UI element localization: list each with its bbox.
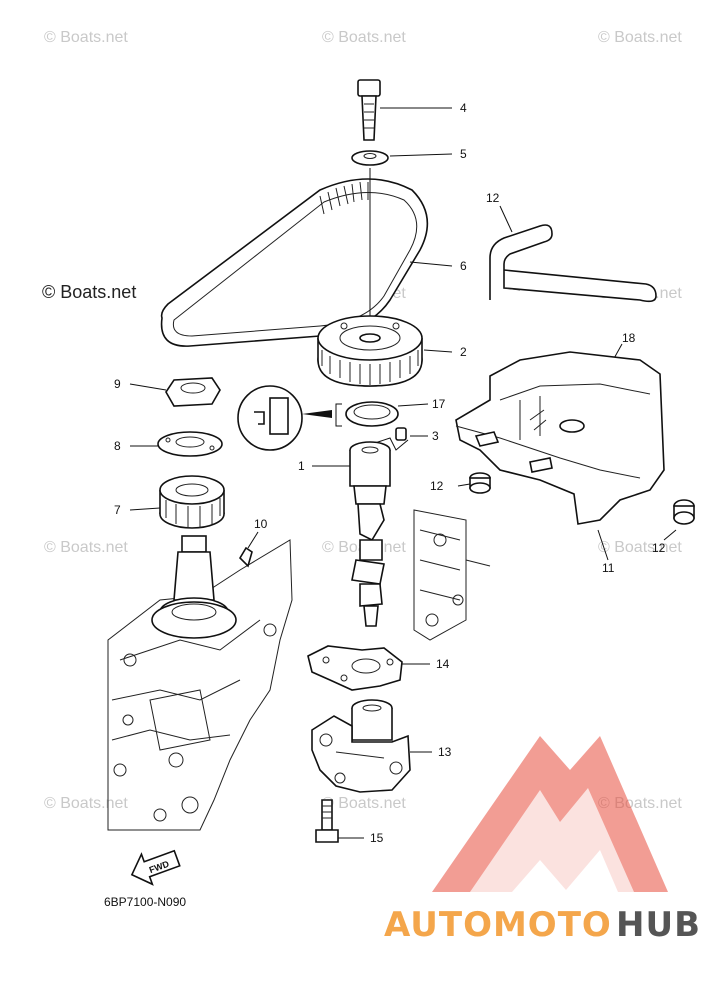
- watermark: © Boats.net: [322, 795, 406, 812]
- seal-detail-bubble: [237, 385, 332, 451]
- callout-17: 17: [432, 397, 446, 411]
- brand-name-part2: HUB: [616, 905, 701, 945]
- plate-8: [157, 431, 223, 457]
- nut-9: [165, 377, 221, 407]
- callout-7: 7: [114, 503, 121, 517]
- oil-pump-14: [311, 699, 411, 793]
- callout-14: 13: [438, 745, 452, 759]
- callout-1: 1: [298, 459, 305, 473]
- watermark: © Boats.net: [44, 795, 128, 812]
- timing-belt-6: [160, 178, 429, 347]
- callout-13: 12: [486, 191, 500, 205]
- watermark: © Boats.net: [598, 29, 682, 46]
- callout-4: 4: [460, 101, 467, 115]
- bolt-16: [315, 799, 339, 843]
- callout-8: 8: [114, 439, 121, 453]
- grommet-12-right: [673, 499, 695, 525]
- watermark-dark: © Boats.net: [42, 282, 136, 302]
- callout-12-left: 12: [430, 479, 444, 493]
- watermark: © Boats.net: [598, 539, 682, 556]
- dowel-pin-3: [371, 427, 409, 451]
- breather-hose-13: [489, 224, 657, 303]
- callout-16: 15: [370, 831, 384, 845]
- callout-12-right: 12: [652, 541, 666, 555]
- callout-11: 11: [602, 561, 615, 575]
- key-10: [238, 546, 253, 568]
- watermark: © Boats.net: [44, 539, 128, 556]
- callout-9: 9: [114, 377, 121, 391]
- brand-name-part1: AUTOMOTO: [384, 905, 612, 945]
- watermark: © Boats.net: [44, 29, 128, 46]
- callout-2: 2: [460, 345, 467, 359]
- callout-3: 3: [432, 429, 439, 443]
- cylinder-head: [413, 509, 491, 641]
- belt-cover-11: [455, 351, 665, 525]
- callout-5: 5: [460, 147, 467, 161]
- callout-10: 10: [254, 517, 268, 531]
- diagram-code: 6BP7100-N090: [104, 895, 186, 909]
- oil-seal-17: [335, 401, 399, 427]
- gasket-15: [307, 645, 403, 691]
- camshaft-1: [349, 441, 391, 627]
- cam-sprocket-2: [317, 315, 423, 387]
- callout-6: 6: [460, 259, 467, 273]
- drive-sprocket-7: [159, 475, 225, 529]
- grommet-12-left: [469, 472, 491, 494]
- callout-15: 14: [436, 657, 450, 671]
- powerhead-block: [107, 535, 293, 831]
- callout-18: 18: [622, 331, 636, 345]
- fwd-arrow-icon: FWD: [130, 849, 181, 886]
- brand-logo-icon: [432, 736, 668, 892]
- watermark: © Boats.net: [322, 29, 406, 46]
- bolt-4: [357, 79, 381, 141]
- washer-5: [351, 150, 389, 166]
